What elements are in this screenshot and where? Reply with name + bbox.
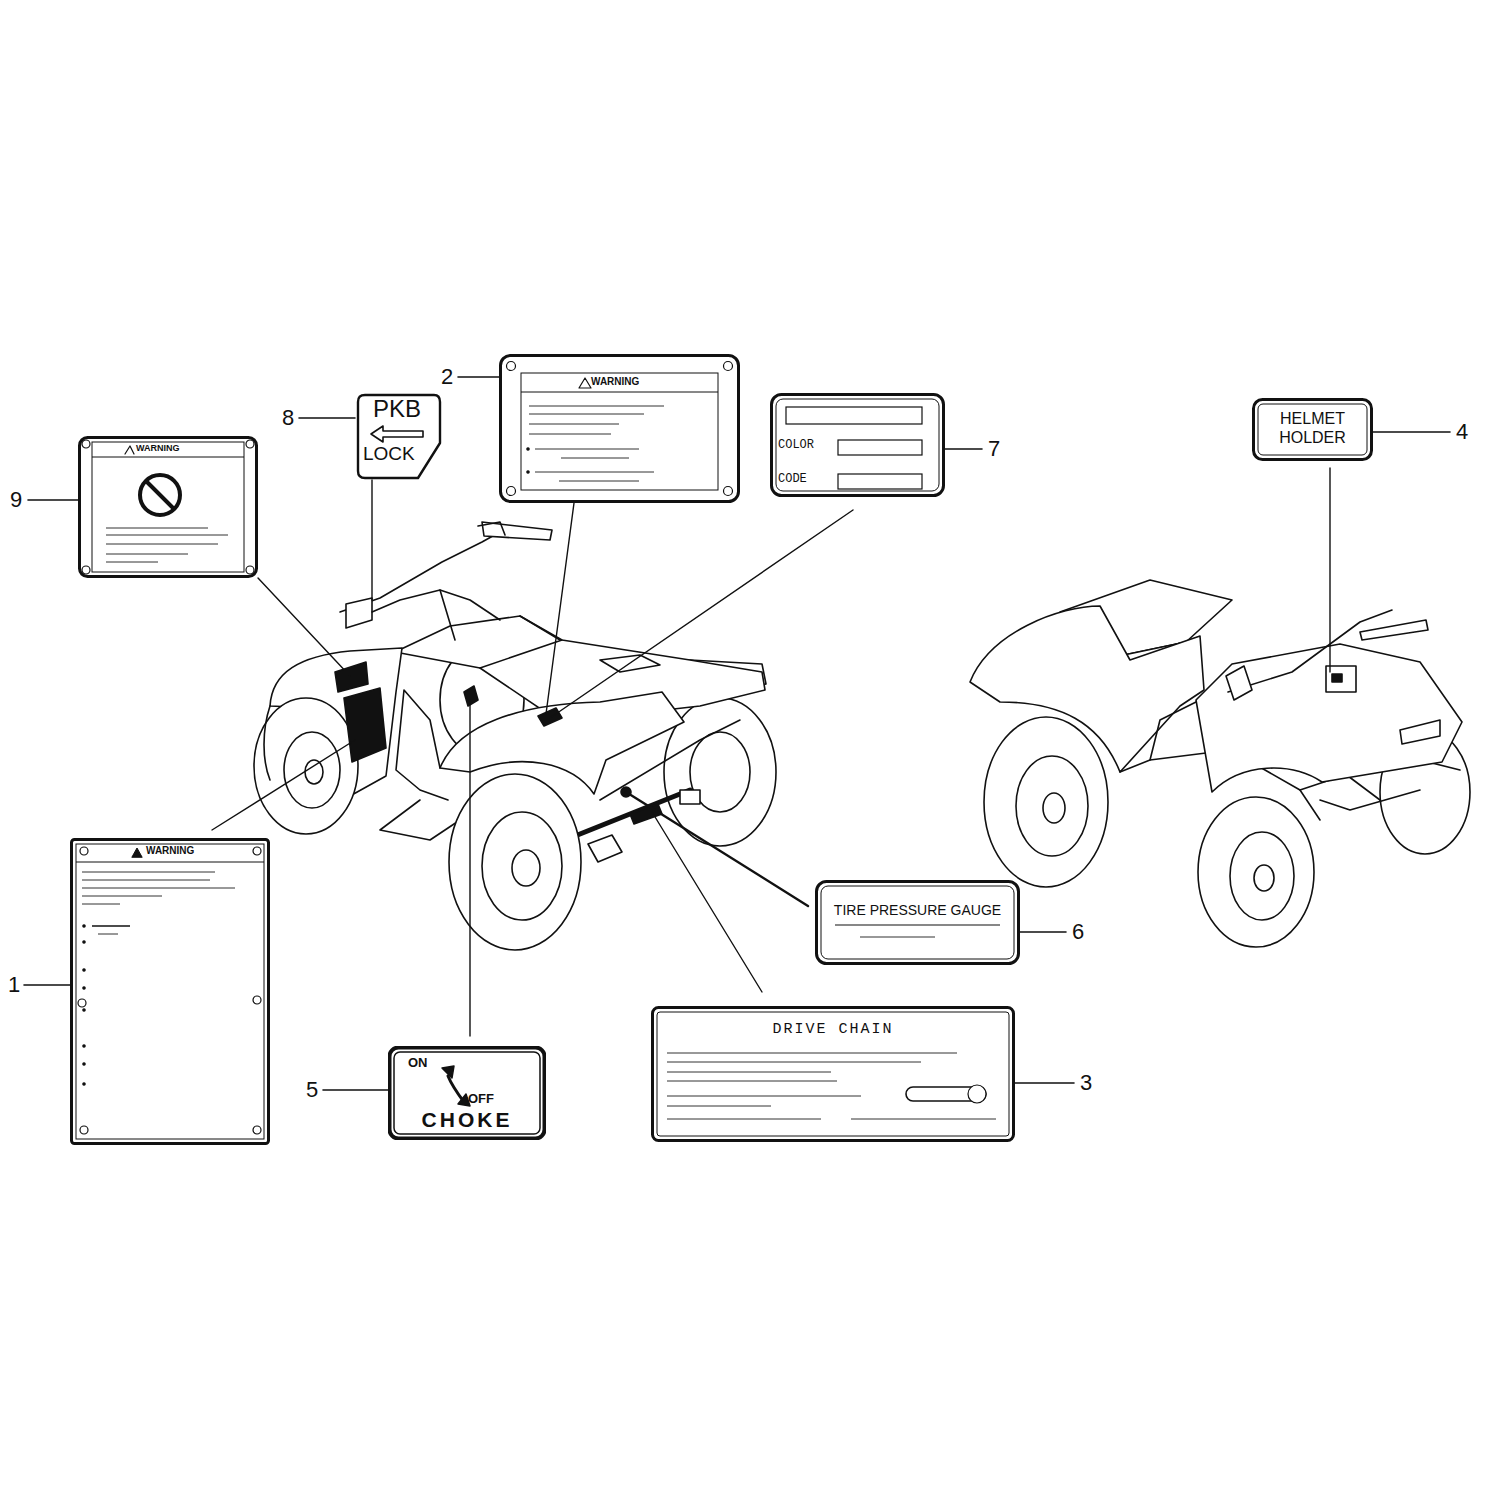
decal-label: PKB LOCK — [355, 393, 442, 480]
text-slot: COLOR — [778, 439, 836, 453]
text-slot: WARNING — [136, 443, 226, 453]
decal-label: TIRE PRESSURE GAUGE — [815, 880, 1020, 965]
label-slot: 8 — [274, 405, 302, 431]
decal-outline — [815, 880, 1020, 965]
decal-text: CODE — [778, 473, 836, 487]
decal-text: OFF — [468, 1092, 510, 1107]
decal-text: ON — [408, 1056, 440, 1071]
label-slot: 5 — [298, 1077, 326, 1103]
decal-label: WARNING — [499, 354, 740, 503]
decal-label: WARNING — [70, 838, 270, 1145]
decal-text: LOCK — [363, 443, 425, 465]
decal-outline — [70, 838, 270, 1145]
decal-text: COLOR — [778, 439, 836, 453]
text-slot: ON — [408, 1056, 440, 1071]
callout-number: 4 — [1448, 419, 1476, 445]
label-slot: 9 — [2, 487, 30, 513]
callout-number: 3 — [1072, 1070, 1100, 1096]
label-slot: 7 — [980, 436, 1008, 462]
callout-number: 7 — [980, 436, 1008, 462]
text-slot: LOCK — [363, 443, 425, 465]
text-slot: CHOKE — [394, 1108, 540, 1132]
decal-text: WARNING — [591, 376, 691, 388]
callout-number: 2 — [433, 364, 461, 390]
callout-number: 1 — [0, 972, 28, 998]
decal-text: WARNING — [146, 845, 246, 857]
decal-text: HELMET HOLDER — [1260, 409, 1365, 447]
text-slot: DRIVE CHAIN — [743, 1021, 923, 1038]
text-slot: WARNING — [146, 845, 246, 857]
label-slot: 2 — [433, 364, 461, 390]
decal-label: HELMET HOLDER — [1252, 398, 1373, 461]
decal-label: DRIVE CHAIN — [651, 1006, 1015, 1142]
text-slot: HELMET HOLDER — [1260, 409, 1365, 447]
decal-text: DRIVE CHAIN — [743, 1021, 923, 1038]
text-slot: WARNING — [591, 376, 691, 388]
decal-label: COLOR CODE — [770, 393, 945, 497]
label-slot: 6 — [1064, 919, 1092, 945]
text-slot: CODE — [778, 473, 836, 487]
callout-number: 9 — [2, 487, 30, 513]
text-slot: PKB — [359, 395, 435, 423]
decal-text: PKB — [359, 395, 435, 423]
decal-text: WARNING — [136, 443, 226, 453]
label-slot: 4 — [1448, 419, 1476, 445]
label-slot: 3 — [1072, 1070, 1100, 1096]
callout-number: 6 — [1064, 919, 1092, 945]
label-slot: 1 — [0, 972, 28, 998]
text-slot: OFF — [468, 1092, 510, 1107]
decal-text: CHOKE — [394, 1108, 540, 1132]
callout-number: 8 — [274, 405, 302, 431]
text-slot: TIRE PRESSURE GAUGE — [825, 902, 1010, 918]
decal-label: WARNING — [78, 436, 258, 578]
decal-outline — [78, 436, 258, 578]
decal-text: TIRE PRESSURE GAUGE — [825, 902, 1010, 918]
decal-label: ON OFFCHOKE — [388, 1046, 546, 1140]
callout-number: 5 — [298, 1077, 326, 1103]
